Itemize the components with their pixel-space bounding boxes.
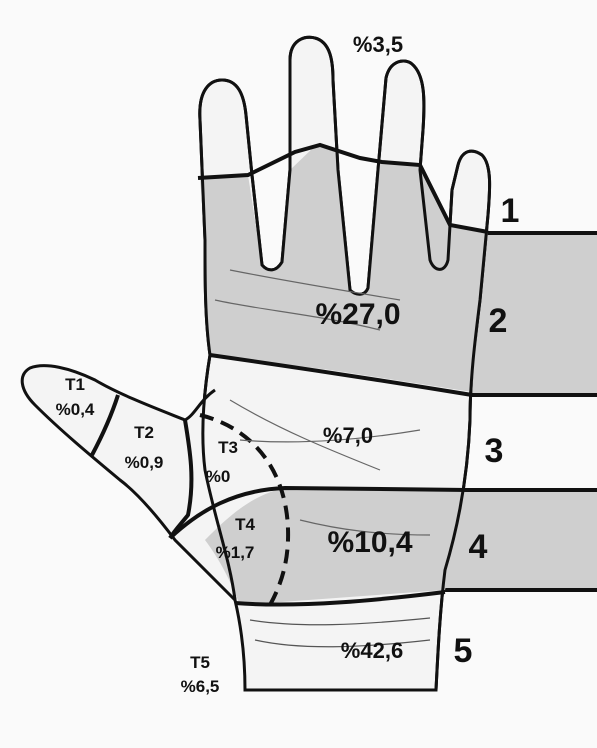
zone-2-value: %27,0 <box>315 298 400 331</box>
finger-tips-value: %3,5 <box>353 32 403 57</box>
thumb-t3-value: %0 <box>206 467 231 486</box>
thumb-t5-name: T5 <box>190 653 210 672</box>
thumb-t3-name: T3 <box>218 438 238 457</box>
thumb-t1-name: T1 <box>65 375 85 394</box>
zone-4-number: 4 <box>469 528 488 566</box>
zone-5-number: 5 <box>454 632 473 670</box>
thumb-t4-value: %1,7 <box>216 543 255 562</box>
thumb-t2-name: T2 <box>134 423 154 442</box>
zone-1-number: 1 <box>501 192 520 230</box>
zone-5-value: %42,6 <box>341 638 403 663</box>
zone-3-number: 3 <box>485 432 504 470</box>
zone-4-value: %10,4 <box>327 526 412 559</box>
zone-2-number: 2 <box>489 302 508 340</box>
thumb-t2-value: %0,9 <box>125 453 164 472</box>
thumb-t1-value: %0,4 <box>56 400 95 419</box>
zone-3-value: %7,0 <box>323 423 373 448</box>
thumb-t4-name: T4 <box>235 515 255 534</box>
thumb-t5-value: %6,5 <box>181 677 220 696</box>
